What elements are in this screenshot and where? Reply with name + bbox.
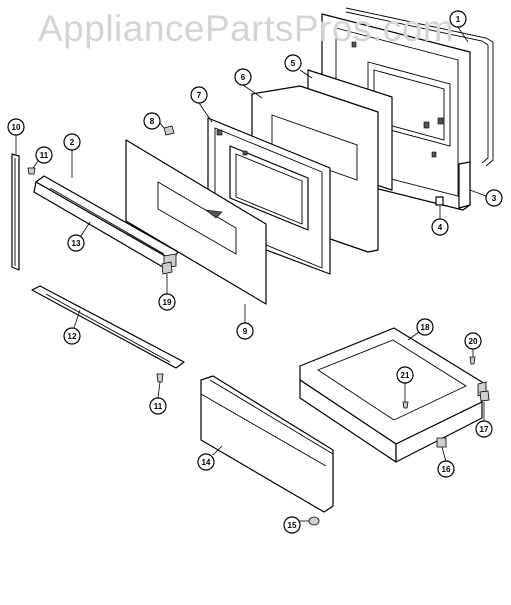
svg-text:6: 6 <box>241 73 246 82</box>
svg-text:4: 4 <box>438 223 443 232</box>
callout-11-lower: 11 <box>149 397 167 415</box>
callout-4: 4 <box>431 218 449 236</box>
callout-5: 5 <box>284 54 302 72</box>
svg-text:14: 14 <box>202 458 211 467</box>
svg-text:19: 19 <box>163 298 172 307</box>
svg-text:1: 1 <box>456 15 461 24</box>
callout-21: 21 <box>396 366 414 384</box>
svg-text:10: 10 <box>12 123 21 132</box>
svg-text:5: 5 <box>291 59 296 68</box>
svg-text:16: 16 <box>442 465 451 474</box>
callout-1: 1 <box>449 10 467 28</box>
leader-lines <box>15 26 487 522</box>
svg-text:17: 17 <box>480 425 489 434</box>
callouts: 1 2 3 4 5 6 7 8 9 10 11 11 12 13 14 15 1… <box>7 10 503 534</box>
callout-19: 19 <box>158 293 176 311</box>
callout-17: 17 <box>475 420 493 438</box>
roller-part <box>479 390 490 402</box>
callout-11-upper: 11 <box>35 146 53 164</box>
callout-8: 8 <box>143 112 161 130</box>
callout-15: 15 <box>283 516 301 534</box>
callout-16: 16 <box>437 460 455 478</box>
storage-drawer-part <box>299 327 487 463</box>
callout-12: 12 <box>63 327 81 345</box>
callout-9: 9 <box>236 322 254 340</box>
bushing-part <box>436 437 447 448</box>
callout-18: 18 <box>416 318 434 336</box>
svg-text:7: 7 <box>197 91 202 100</box>
clip-part <box>435 196 444 206</box>
callout-7: 7 <box>190 86 208 104</box>
callout-14: 14 <box>197 453 215 471</box>
svg-text:18: 18 <box>421 323 430 332</box>
clip-part-8 <box>163 125 175 136</box>
svg-text:12: 12 <box>68 332 77 341</box>
svg-text:15: 15 <box>288 521 297 530</box>
svg-text:11: 11 <box>40 151 49 160</box>
callout-20: 20 <box>464 332 482 350</box>
screw-part-21 <box>402 401 409 409</box>
end-cap-part <box>161 261 173 275</box>
drawer-rail-part <box>31 285 185 369</box>
door-gasket-part <box>345 7 494 167</box>
callout-13: 13 <box>67 234 85 252</box>
watermark: AppliancePartsPros.com <box>38 8 455 49</box>
svg-text:21: 21 <box>401 371 410 380</box>
callout-10: 10 <box>7 118 25 136</box>
svg-text:8: 8 <box>150 117 155 126</box>
screw-part-20 <box>469 356 476 365</box>
svg-text:9: 9 <box>243 327 248 336</box>
svg-text:20: 20 <box>469 337 478 346</box>
door-handle-rail-part <box>33 175 179 271</box>
drawer-front-part <box>200 375 334 513</box>
screw-part-lower <box>156 373 164 383</box>
svg-text:2: 2 <box>70 138 75 147</box>
svg-text:3: 3 <box>492 194 497 203</box>
side-trim-part <box>11 153 20 271</box>
callout-6: 6 <box>234 68 252 86</box>
svg-text:11: 11 <box>154 402 163 411</box>
door-outer-panel-part <box>125 139 267 305</box>
screw-part-upper <box>27 167 36 175</box>
foot-part <box>308 516 320 526</box>
callout-3: 3 <box>485 189 503 207</box>
svg-text:13: 13 <box>72 239 81 248</box>
callout-2: 2 <box>63 133 81 151</box>
